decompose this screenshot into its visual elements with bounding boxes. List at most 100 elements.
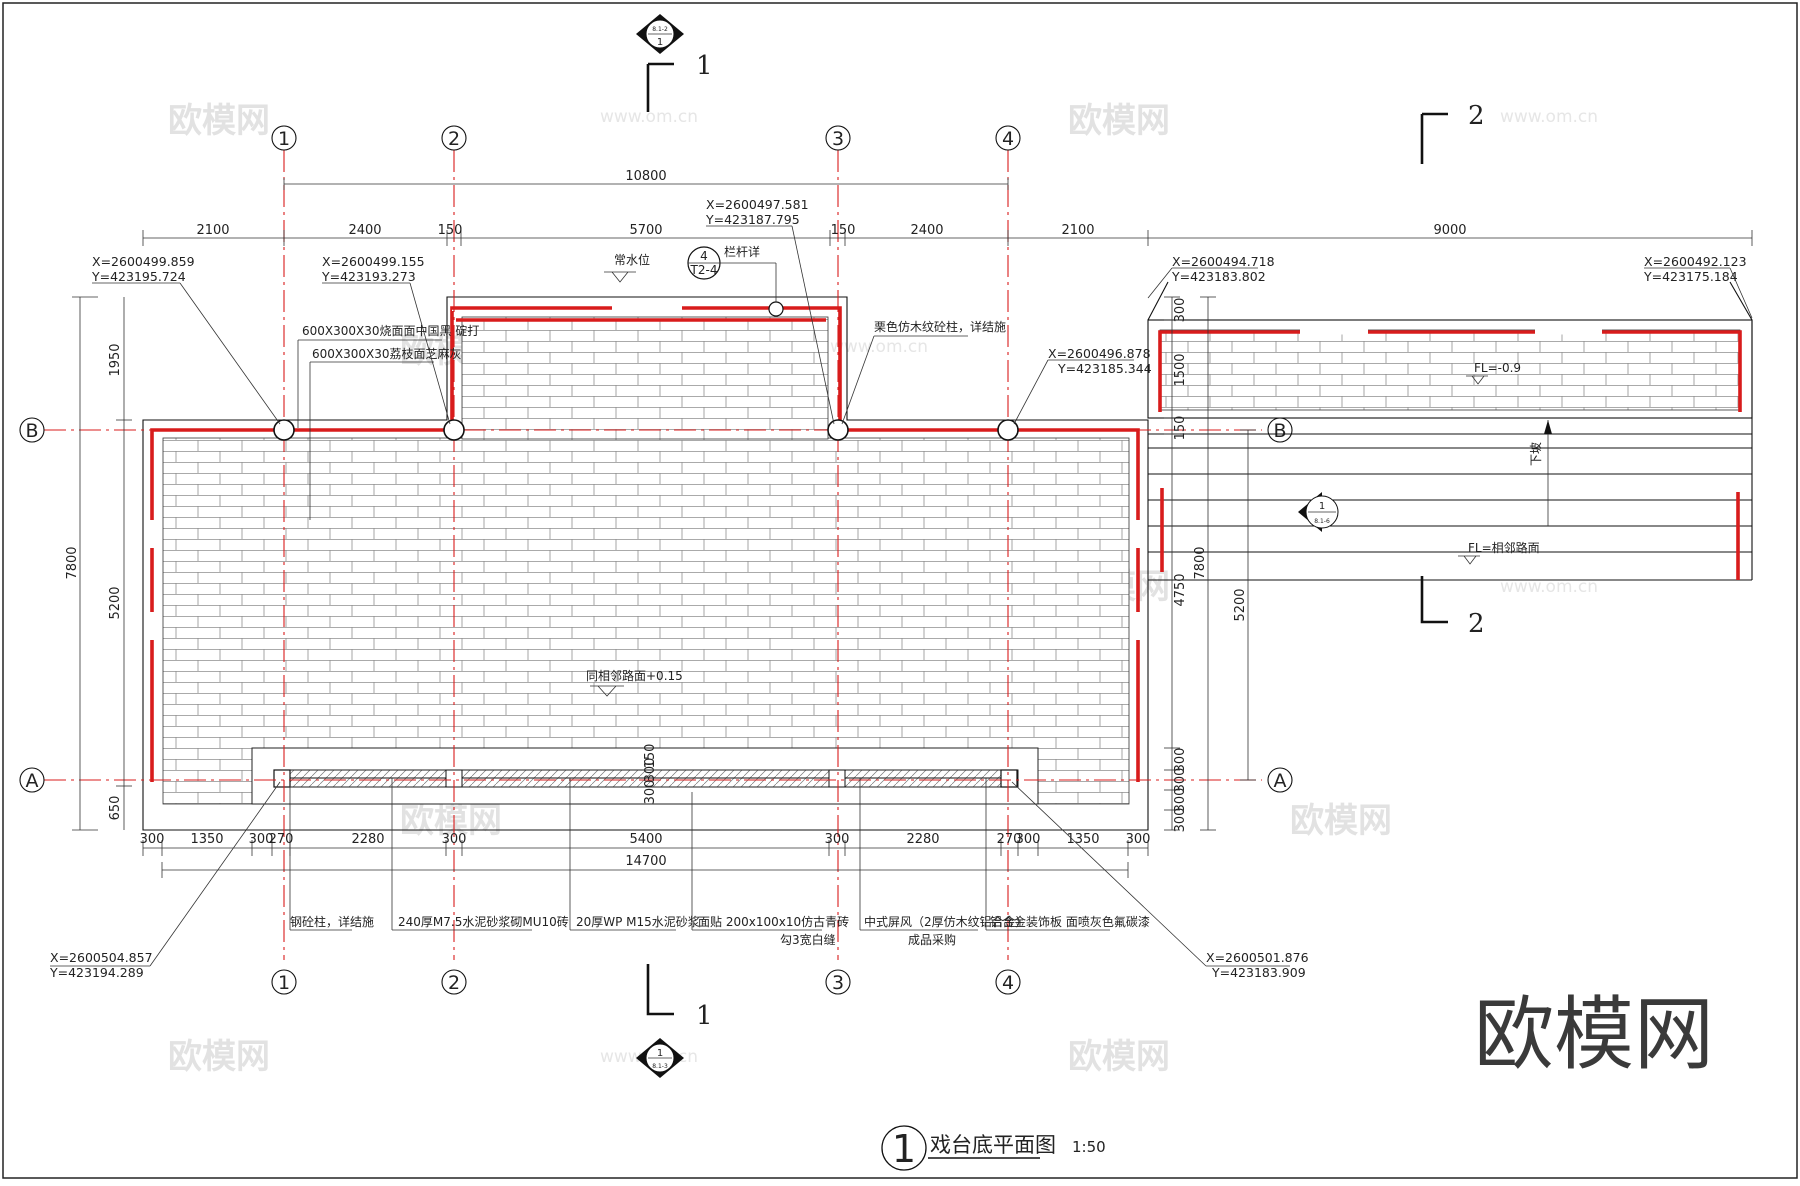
material-notes: 600X300X30烧面面中国黑 碇打 600X300X30荔枝面芝麻灰 常水位… [297, 244, 1543, 697]
section-ref-sheet: 8.1-2 [652, 26, 668, 33]
column-marker [273, 419, 295, 441]
railing-ref-sheet: T2-4 [690, 263, 718, 277]
axis-bubbles-bottom: 1 2 3 4 [271, 969, 1021, 995]
dim-left-part: 650 [108, 796, 123, 821]
column-marker [443, 419, 465, 441]
note-stage-level: 同相邻路面+0.15 [586, 668, 683, 683]
side-ref-num: 1 [1319, 501, 1325, 512]
coord-x: X=2600496.878 [1048, 346, 1151, 361]
watermark: 欧模网 [1068, 1037, 1170, 1077]
coordinate-leaders [50, 225, 1753, 967]
dim-bottom-part: 270 [269, 832, 294, 847]
watermark: 欧模网 [168, 101, 270, 141]
dim-bottom-part: 300 [825, 832, 850, 847]
watermark: 欧模网 [1068, 101, 1170, 141]
watermark: 欧模网 [168, 1037, 270, 1077]
coord-x: X=2600499.859 [92, 254, 195, 269]
coord-x: X=2600499.155 [322, 254, 425, 269]
axis-bubbles-side: B A B A [19, 417, 1293, 793]
dim-top-part: 150 [831, 223, 856, 238]
post-base [273, 769, 291, 788]
dim-top-part: 2400 [348, 223, 381, 238]
dim-bottom-part: 300 [442, 832, 467, 847]
dimensions-bottom: 300 1350 300 270 2280 300 5400 300 2280 … [140, 832, 1151, 878]
post-base [828, 769, 846, 788]
axis-label-2: 2 [448, 972, 460, 994]
callout-mortar: 20厚WP M15水泥砂浆 [576, 914, 700, 929]
site-logo: 欧模网 [1474, 988, 1714, 1081]
coord-y: Y=423183.909 [1211, 965, 1306, 980]
section-cut-right-top [1420, 112, 1448, 164]
watermark: 欧模网 [400, 801, 502, 841]
title-scale: 1:50 [1072, 1138, 1106, 1156]
dim-bottom-part: 1350 [1066, 832, 1099, 847]
watermark: 欧模网 [1290, 801, 1392, 841]
coord-y: Y=423193.273 [321, 269, 416, 284]
section-cut-bottom [646, 964, 674, 1016]
note-fl-right: FL=-0.9 [1474, 361, 1521, 375]
dim-top-total: 10800 [625, 169, 666, 184]
coordinates: X=2600499.859 Y=423195.724 X=2600499.155… [49, 197, 1747, 980]
coord-x: X=2600501.876 [1206, 950, 1309, 965]
section-ref-num: 1 [657, 37, 663, 48]
axis-bubbles-top: 1 2 3 4 [271, 125, 1021, 151]
section-label-right-top: 2 [1468, 101, 1485, 131]
coord-x: X=2600497.581 [706, 197, 809, 212]
dim-bottom-part: 1350 [190, 832, 223, 847]
dim-right-part: 300 [1173, 298, 1188, 323]
column-marker [997, 419, 1019, 441]
dim-right-span: 9000 [1433, 223, 1466, 238]
dim-left-part: 1950 [108, 343, 123, 376]
section-marks: 8.1-2 1 1 1 1 8.1-3 2 2 1 8.1-6 [636, 14, 1485, 1078]
axis-label-1: 1 [278, 972, 290, 994]
dim-top-part: 5700 [629, 223, 662, 238]
callout-screen: 中式屏风（2厚仿木纹铝合金） [864, 914, 1028, 929]
note-tile-2: 600X300X30荔枝面芝麻灰 [312, 346, 462, 361]
coord-x: X=2600494.718 [1172, 254, 1275, 269]
dim-right-part: 1500 [1173, 353, 1188, 386]
coord-y: Y=423185.344 [1057, 361, 1152, 376]
axis-label-1: 1 [278, 128, 290, 150]
dim-right-part: 150 [1173, 416, 1188, 441]
axis-label-3: 3 [832, 128, 844, 150]
watermark-url: www.om.cn [1500, 577, 1598, 597]
section-label-top: 1 [696, 51, 713, 81]
dimensions-right: 300 1500 150 4750 300 300 300 300 7800 5… [643, 296, 1256, 833]
dim-right-part: 300 [1173, 788, 1188, 813]
drawing-title: 1 戏台底平面图 1:50 [881, 1125, 1106, 1171]
coord-x: X=2600504.857 [50, 950, 153, 965]
section-label-right-bottom: 2 [1468, 609, 1485, 639]
axis-label-B: B [1273, 420, 1286, 442]
note-fl-ground: FL=相邻路面 [1468, 540, 1540, 555]
stage-paving [162, 437, 1130, 805]
axis-label-4: 4 [1002, 972, 1014, 994]
note-tile-1: 600X300X30烧面面中国黑 碇打 [302, 323, 479, 338]
dim-bottom-part: 2280 [351, 832, 384, 847]
side-ref-sheet: 8.1-6 [1314, 518, 1330, 525]
dimensions-top: 10800 2100 2400 150 5700 150 2400 2100 9… [142, 169, 1753, 246]
dim-right-small: 5200 [1233, 588, 1248, 621]
coord-y: Y=423194.289 [49, 965, 144, 980]
dim-right-part: 300 [1173, 808, 1188, 833]
dim-bottom-part: 300 [1016, 832, 1041, 847]
note-column: 栗色仿木纹砼柱，详结施 [874, 319, 1006, 334]
coord-x: X=2600492.123 [1644, 254, 1747, 269]
callout-tile: 面贴 200x100x10仿古青砖 [698, 914, 849, 929]
dim-top-part: 2100 [196, 223, 229, 238]
bottom-callouts: 钢砼柱，详结施 240厚M7.5水泥砂浆砌MU10砖 20厚WP M15水泥砂浆… [289, 778, 1150, 947]
section-ref-sheet: 8.1-3 [652, 1063, 668, 1070]
axis-label-A: A [26, 770, 39, 792]
callout-screen-note: 成品采购 [908, 932, 956, 947]
title-number-circle [881, 1125, 927, 1171]
dim-bottom-part: 2280 [906, 832, 939, 847]
pond-area [1147, 281, 1753, 581]
dim-top-part: 2100 [1061, 223, 1094, 238]
dim-bottom-part: 300 [1126, 832, 1151, 847]
railing-ref-num: 4 [700, 249, 708, 263]
title-text: 戏台底平面图 [930, 1133, 1056, 1157]
column-marker [827, 419, 849, 441]
watermark-url: www.om.cn [1500, 107, 1598, 127]
